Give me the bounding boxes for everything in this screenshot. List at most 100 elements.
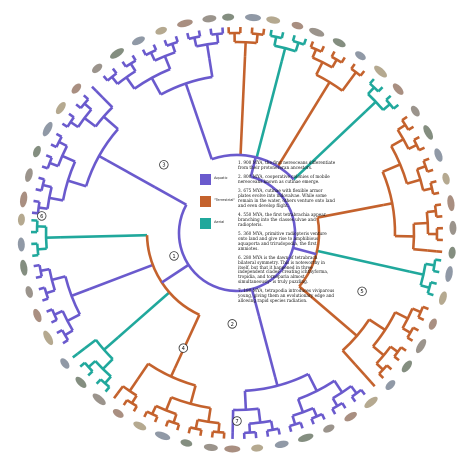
branch-segment <box>413 247 428 252</box>
branch-arc <box>133 67 171 90</box>
branch-segment <box>333 380 344 394</box>
branch-segment <box>184 83 190 93</box>
branch-segment <box>372 345 385 357</box>
branch-segment <box>53 309 64 316</box>
branch-arc <box>426 281 433 294</box>
tip-branch <box>32 253 39 258</box>
branch-segment <box>149 51 156 62</box>
tip-branch <box>187 427 192 434</box>
branch-segment <box>98 154 108 162</box>
evolution-notes: 1. 900 MYA, the first nereoceans differe… <box>238 157 336 307</box>
tip-illustrations <box>17 13 457 453</box>
branch-segment <box>248 423 252 433</box>
note-1: 1. 900 MYA, the first nereoceans differe… <box>238 160 336 171</box>
creature-illustration <box>43 330 54 346</box>
branch-segment <box>291 415 297 425</box>
tip-branch <box>288 425 293 433</box>
tip-branch <box>368 78 375 85</box>
creature-illustration <box>203 443 218 451</box>
creature-illustration <box>25 168 33 182</box>
branch-segment <box>205 44 211 59</box>
branch-segment <box>129 62 137 72</box>
branch-arc <box>425 211 430 235</box>
branch-segment <box>193 37 198 47</box>
branch-segment <box>215 33 220 44</box>
branch-segment <box>154 186 187 206</box>
tip-branch <box>412 326 420 332</box>
tip-branch <box>341 402 347 409</box>
branch-segment <box>164 396 173 411</box>
tip-branch <box>210 431 215 438</box>
tip-branch <box>35 275 43 280</box>
creature-illustration <box>42 121 53 137</box>
node-marker-label: 4 <box>182 346 186 352</box>
branch-segment <box>83 338 97 350</box>
branch-segment <box>249 156 257 177</box>
branch-segment <box>102 115 119 131</box>
branch-segment <box>101 358 114 370</box>
tip-branch <box>199 429 203 436</box>
branch-arc <box>122 385 138 397</box>
branch-segment <box>341 78 352 92</box>
node-marker-circle <box>357 286 367 297</box>
branch-segment <box>296 398 305 413</box>
tip-branch <box>377 86 384 93</box>
creature-illustration <box>385 380 396 390</box>
habitat-legend: Aquatic "Terrestrial" Aerial <box>200 168 236 234</box>
tip-branch <box>386 364 393 371</box>
branch-segment <box>411 307 422 314</box>
tip-branch <box>309 41 315 48</box>
creature-illustration <box>323 424 335 433</box>
node-marker-4: 4 <box>178 343 189 353</box>
creature-illustration <box>155 26 167 35</box>
branch-segment <box>280 47 287 63</box>
branch-segment <box>88 263 154 291</box>
branch-segment <box>298 285 351 332</box>
branch-arc <box>188 35 201 41</box>
legend-label-terrestrial: "Terrestrial" <box>214 198 236 203</box>
tip-branch <box>152 44 158 51</box>
branch-segment <box>255 33 259 44</box>
node-marker-circle <box>178 343 189 353</box>
branch-segment <box>172 413 178 424</box>
creature-illustration <box>266 16 281 24</box>
branch-segment <box>95 90 104 99</box>
tip-branch <box>132 405 138 412</box>
branch-arc <box>233 407 259 412</box>
branch-segment <box>76 347 86 355</box>
branch-segment <box>273 376 279 387</box>
creature-illustration <box>177 19 193 28</box>
tip-branch <box>112 392 119 400</box>
branch-segment <box>409 270 424 276</box>
branch-segment <box>413 221 428 226</box>
creature-illustration <box>309 27 325 37</box>
branch-segment <box>367 86 376 95</box>
branch-segment <box>257 315 277 378</box>
branch-segment <box>60 233 148 239</box>
branch-segment <box>394 311 409 320</box>
branch-segment <box>311 407 318 417</box>
branch-segment <box>150 405 158 415</box>
branch-segment <box>187 91 213 160</box>
branch-segment <box>390 138 405 148</box>
creature-illustration <box>180 439 193 447</box>
branch-arc <box>46 157 53 169</box>
creature-illustration <box>55 101 66 115</box>
branch-segment <box>45 289 56 295</box>
note-3: 3. 675 MYA, cutinae with flexible armor … <box>238 188 335 208</box>
branch-arc <box>177 175 297 293</box>
tip-branch <box>209 28 213 35</box>
branch-arc <box>315 73 344 92</box>
branch-segment <box>103 336 120 351</box>
creature-illustration <box>447 195 455 212</box>
creature-illustration <box>291 21 304 30</box>
branch-segment <box>87 360 97 369</box>
branch-arc <box>154 51 176 62</box>
branch-arc <box>429 182 435 195</box>
creature-illustration <box>202 15 217 23</box>
note-2: 2. 800 MYA, cooperative colonies of mobi… <box>238 174 330 185</box>
branch-segment <box>42 183 52 189</box>
tip-branch <box>38 176 45 181</box>
